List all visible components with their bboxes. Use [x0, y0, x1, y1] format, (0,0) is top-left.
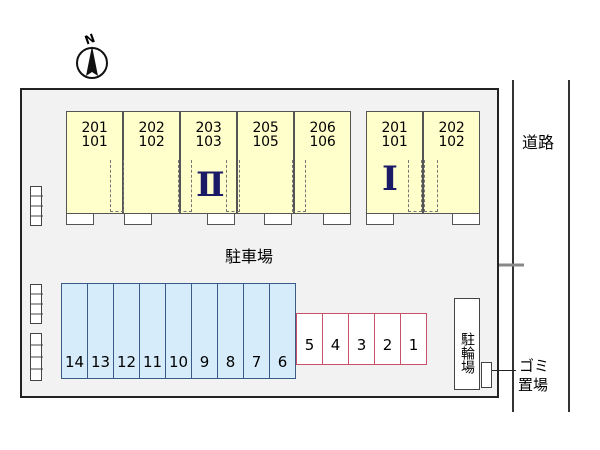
room-upper: 202 — [138, 120, 165, 136]
entrance-step — [366, 213, 394, 225]
parking-stall-12: 12 — [113, 283, 140, 379]
entrance-step — [124, 213, 152, 225]
stall-number: 9 — [199, 353, 210, 371]
parking-stall-13: 13 — [87, 283, 114, 379]
stall-number: 4 — [330, 336, 341, 354]
parking-stall-10: 10 — [165, 283, 192, 379]
parking-stall-9: 9 — [191, 283, 218, 379]
room-lower: 105 — [252, 134, 279, 150]
stall-number: 3 — [356, 336, 367, 354]
road-center-line — [568, 80, 570, 412]
storage-divider-lines — [30, 195, 43, 370]
entrance-step — [207, 213, 235, 225]
room-upper: 201 — [381, 120, 408, 136]
room-upper: 206 — [309, 120, 336, 136]
parking-stall-3: 3 — [348, 313, 375, 365]
parking-stall-5: 5 — [296, 313, 323, 365]
parking-stall-4: 4 — [322, 313, 349, 365]
room-lower: 102 — [438, 134, 465, 150]
entrance-step — [264, 213, 292, 225]
parking-label: 駐車場 — [225, 247, 274, 266]
stair-outline — [226, 160, 240, 212]
unit-206-106: 206 106 — [294, 111, 351, 214]
road-label: 道路 — [522, 133, 555, 152]
building-ii-label: Ⅱ — [196, 165, 225, 205]
stall-number: 14 — [64, 353, 85, 371]
parking-stall-14: 14 — [61, 283, 88, 379]
north-letter: N — [83, 32, 97, 48]
parking-stall-11: 11 — [139, 283, 166, 379]
stair-outline — [178, 160, 192, 212]
stall-number: 7 — [251, 353, 262, 371]
room-lower: 103 — [195, 134, 222, 150]
unit-202-102-block-i: 202 102 — [423, 111, 480, 214]
garbage-box — [481, 362, 492, 388]
stall-number: 6 — [277, 353, 288, 371]
stall-number: 2 — [382, 336, 393, 354]
room-lower: 101 — [81, 134, 108, 150]
parking-stall-1: 1 — [400, 313, 427, 365]
entrance-step — [323, 213, 351, 225]
parking-stall-7: 7 — [243, 283, 270, 379]
entrance-step — [452, 213, 480, 225]
stall-number: 1 — [408, 336, 419, 354]
stall-number: 11 — [142, 353, 163, 371]
stair-outline — [408, 160, 422, 212]
stair-outline — [424, 160, 438, 212]
entrance-step — [66, 213, 94, 225]
north-arrow-icon: N — [76, 32, 108, 79]
stall-number: 5 — [304, 336, 315, 354]
unit-201-101: 201 101 — [66, 111, 123, 214]
road-edge-line — [512, 80, 514, 412]
parking-stall-2: 2 — [374, 313, 401, 365]
building-i-label: Ⅰ — [382, 159, 398, 199]
stair-outline — [292, 160, 306, 212]
bicycle-parking-label: 駐輪場 — [459, 332, 475, 374]
room-upper: 205 — [252, 120, 279, 136]
unit-201-101-block-i: 201 101 — [366, 111, 423, 214]
stall-number: 8 — [225, 353, 236, 371]
unit-205-105: 205 105 — [237, 111, 294, 214]
stall-number: 13 — [90, 353, 111, 371]
stair-outline — [110, 160, 124, 212]
unit-202-102: 202 102 — [123, 111, 180, 214]
parking-stall-8: 8 — [217, 283, 244, 379]
garbage-label-bottom: 置場 — [518, 376, 549, 394]
bicycle-parking: 駐輪場 — [454, 298, 480, 390]
parking-stall-6: 6 — [269, 283, 296, 379]
stall-number: 10 — [168, 353, 189, 371]
room-upper: 201 — [81, 120, 108, 136]
garbage-leader-line — [492, 370, 516, 371]
garbage-label-top: ゴミ — [519, 357, 550, 375]
room-upper: 203 — [195, 120, 222, 136]
stall-number: 12 — [116, 353, 137, 371]
room-lower: 106 — [309, 134, 336, 150]
room-upper: 202 — [438, 120, 465, 136]
room-lower: 102 — [138, 134, 165, 150]
room-lower: 101 — [381, 134, 408, 150]
